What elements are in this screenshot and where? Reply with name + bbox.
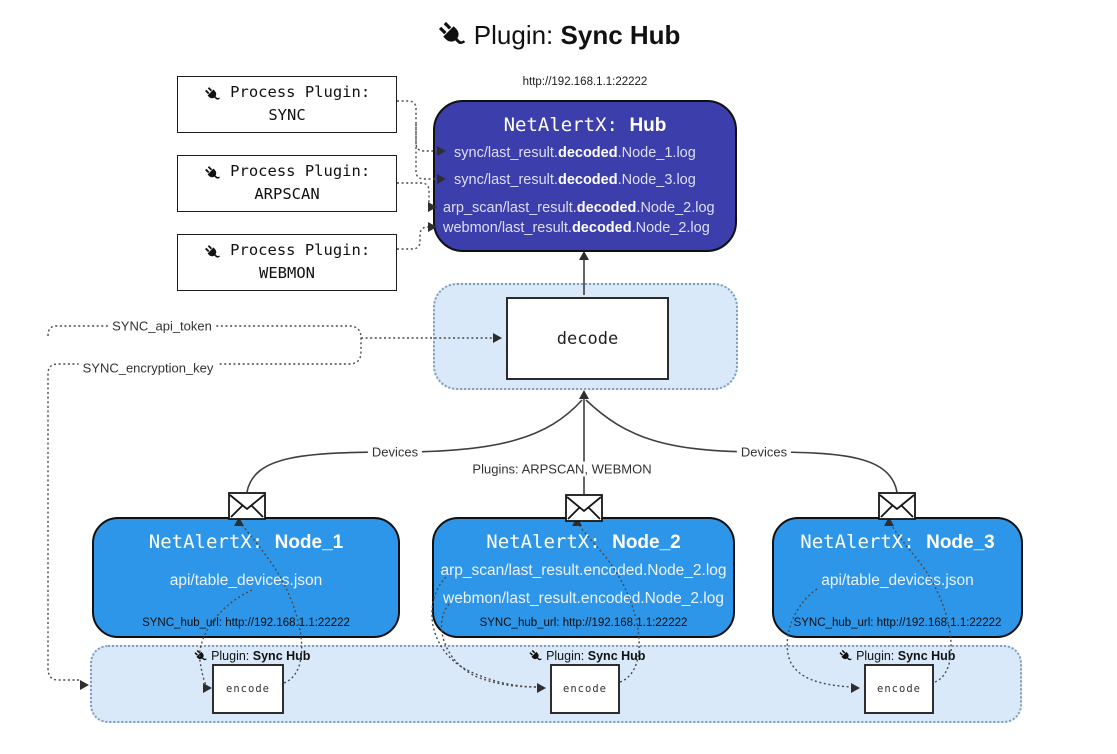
edge-label-encryption-key: SYNC_encryption_key xyxy=(78,360,218,376)
process-plugin-box-sync: Process Plugin: SYNC xyxy=(177,76,397,133)
hub-node: NetAlertX: Hub sync/last_result.decoded.… xyxy=(433,100,737,252)
edge-arpscan-to-hub xyxy=(397,182,430,208)
encode-box: encode xyxy=(864,664,934,714)
node-file-line: webmon/last_result.encoded.Node_2.log xyxy=(443,590,724,607)
plug-icon xyxy=(200,161,224,185)
node-title: NetAlertX: Node_1 xyxy=(148,531,344,553)
edge-label-api-token: SYNC_api_token xyxy=(108,318,216,334)
edge-label-devices-left: Devices xyxy=(367,444,423,460)
hub-url-label: http://192.168.1.1:22222 xyxy=(522,76,648,88)
edge-node1-to-decode xyxy=(246,399,583,493)
hub-log-line: webmon/last_result.decoded.Node_2.log xyxy=(443,220,710,236)
encode-plugin-label: Plugin: Sync Hub xyxy=(191,646,310,666)
process-plugin-label: Process Plugin: xyxy=(230,83,371,101)
node-file-line: api/table_devices.json xyxy=(169,572,323,589)
node-hub-url: SYNC_hub_url: http://192.168.1.1:22222 xyxy=(142,617,350,629)
hub-title-prefix: NetAlertX: xyxy=(503,114,630,136)
plug-icon xyxy=(191,646,211,666)
node-hub-url: SYNC_hub_url: http://192.168.1.1:22222 xyxy=(793,617,1002,629)
decode-box: decode xyxy=(506,297,669,380)
node-2-box: NetAlertX: Node_2 arp_scan/last_result.e… xyxy=(432,517,735,638)
hub-title-name: Hub xyxy=(629,115,667,136)
encode-box: encode xyxy=(550,664,620,714)
plug-icon xyxy=(200,82,224,106)
title-name: Sync Hub xyxy=(560,20,681,50)
process-plugin-box-webmon: Process Plugin: WEBMON xyxy=(177,234,397,291)
node-3-box: NetAlertX: Node_3 api/table_devices.json… xyxy=(772,517,1023,638)
title-prefix: Plugin: xyxy=(473,20,561,50)
plug-icon xyxy=(836,646,856,666)
encode-plugin-label: Plugin: Sync Hub xyxy=(836,646,955,666)
plug-icon xyxy=(200,240,224,264)
node-file-line: arp_scan/last_result.encoded.Node_2.log xyxy=(440,562,727,579)
arrowhead xyxy=(579,390,589,399)
node-title: NetAlertX: Node_2 xyxy=(486,531,681,553)
envelope-icon xyxy=(878,492,916,520)
node-title: NetAlertX: Node_3 xyxy=(800,531,995,553)
plug-icon xyxy=(430,14,472,56)
edge-node3-to-decode xyxy=(585,399,898,493)
process-plugin-label: Process Plugin: xyxy=(230,241,371,259)
edge-webmon-to-hub xyxy=(397,226,429,250)
diagram-title: Plugin: Sync Hub xyxy=(0,20,1117,51)
plug-icon xyxy=(526,646,546,666)
hub-log-line: sync/last_result.decoded.Node_1.log xyxy=(454,145,696,161)
encode-box: encode xyxy=(212,664,284,714)
arrowhead xyxy=(579,251,589,260)
node-hub-url: SYNC_hub_url: http://192.168.1.1:22222 xyxy=(479,617,688,629)
process-plugin-name: SYNC xyxy=(268,106,306,124)
hub-log-line: sync/last_result.decoded.Node_3.log xyxy=(454,172,696,188)
process-plugin-box-arpscan: Process Plugin: ARPSCAN xyxy=(177,155,397,212)
node-1-box: NetAlertX: Node_1 api/table_devices.json… xyxy=(92,517,400,638)
process-plugin-name: WEBMON xyxy=(259,264,315,282)
envelope-icon xyxy=(228,492,266,520)
arrowhead xyxy=(80,680,89,690)
process-plugin-name: ARPSCAN xyxy=(254,185,320,203)
decode-panel: decode xyxy=(433,283,738,390)
process-plugin-label: Process Plugin: xyxy=(230,162,371,180)
edge-label-plugins-mid: Plugins: ARPSCAN, WEBMON xyxy=(468,461,656,477)
encode-plugin-label: Plugin: Sync Hub xyxy=(526,646,645,666)
edge-sync-to-hub-1 xyxy=(397,100,437,152)
hub-title: NetAlertX: Hub xyxy=(435,114,735,137)
encode-panel: Plugin: Sync Hub Plugin: Sync Hub Plugin… xyxy=(90,645,1022,723)
hub-log-line: arp_scan/last_result.decoded.Node_2.log xyxy=(443,200,715,216)
node-file-line: api/table_devices.json xyxy=(821,572,974,589)
edge-label-devices-right: Devices xyxy=(736,444,792,460)
